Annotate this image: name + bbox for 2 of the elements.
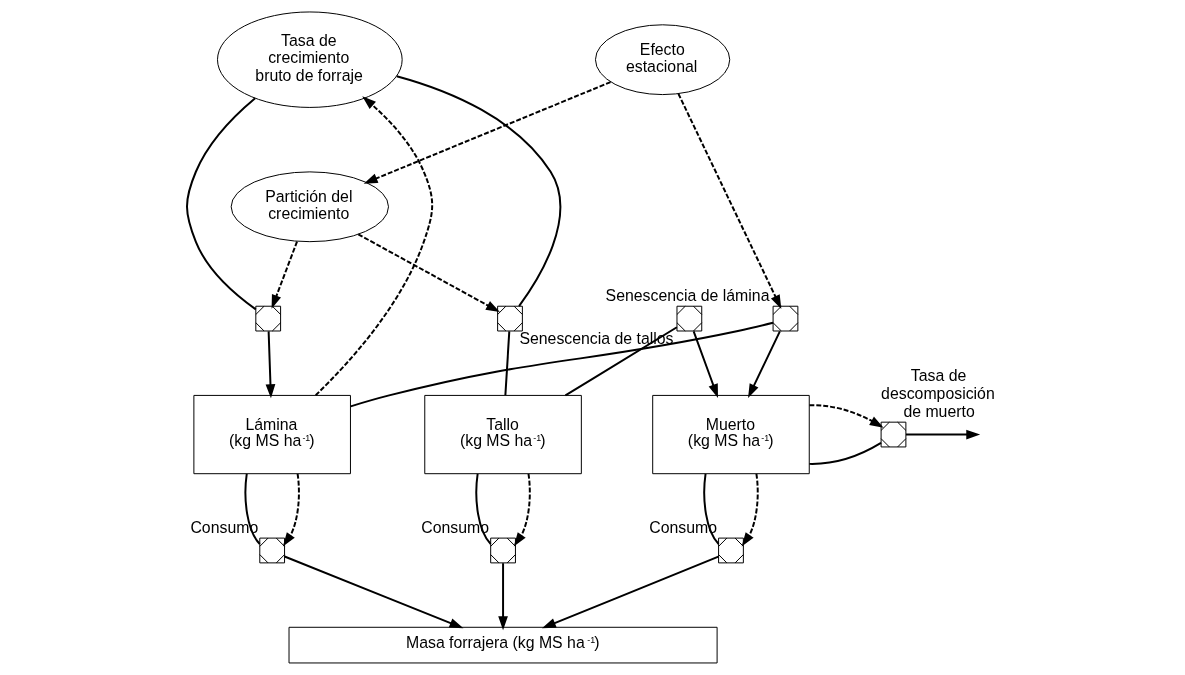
node-label: Tasa de descomposición de muerto xyxy=(881,367,995,421)
node-label: Senescencia de lámina xyxy=(605,287,770,305)
